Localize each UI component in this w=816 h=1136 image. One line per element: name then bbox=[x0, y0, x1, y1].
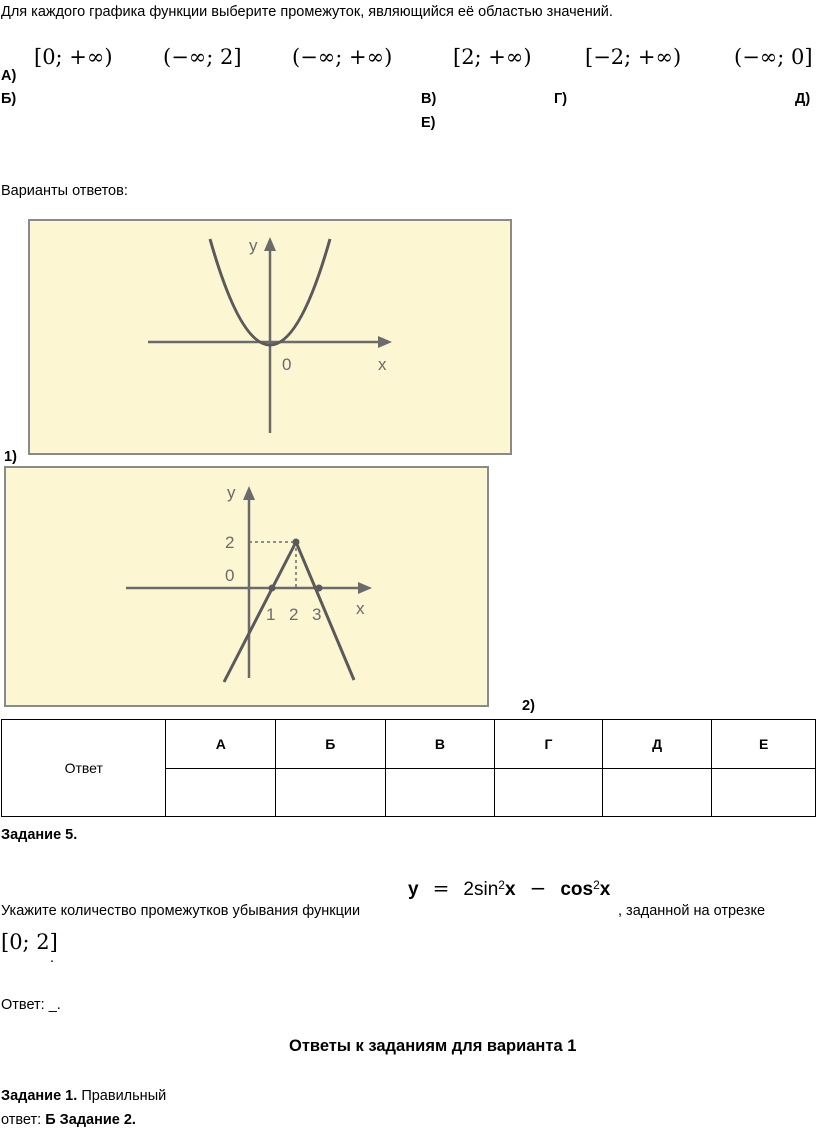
graph-1-x-label: x bbox=[378, 355, 387, 374]
graph-1-y-label: y bbox=[249, 236, 258, 255]
graph-1-number: 1) bbox=[4, 449, 17, 465]
graph-2-x-label: x bbox=[356, 599, 365, 618]
letter-g: Г) bbox=[554, 91, 568, 107]
formula-var2: x bbox=[599, 879, 611, 900]
answers-line-2: ответ: Б Задание 2. bbox=[1, 1112, 136, 1128]
graph-1-x-arrow bbox=[378, 336, 392, 348]
answer-row-label: Ответ bbox=[0, 719, 167, 817]
graph-2-box: y x 2 0 1 2 3 bbox=[4, 466, 489, 707]
answers-line2-prefix: ответ: bbox=[1, 1112, 42, 1128]
letter-b: Б) bbox=[1, 91, 17, 107]
graph-1-parabola bbox=[208, 238, 332, 347]
answer-col-a: А bbox=[165, 719, 277, 769]
task5-text-after: , заданной на отрезке bbox=[618, 903, 766, 919]
answer-table: Ответ А Б В Г Д Е bbox=[0, 719, 816, 817]
interval-option-2: (−∞; 2] bbox=[163, 45, 242, 69]
answer-col-b: Б bbox=[275, 719, 386, 769]
graph-1-y-arrow bbox=[264, 237, 276, 251]
formula-minus: − bbox=[529, 876, 547, 900]
answers-line2-value: Б bbox=[45, 1112, 56, 1128]
graph-2-tick-1: 1 bbox=[266, 605, 275, 624]
interval-option-6: (−∞; 0] bbox=[734, 45, 813, 69]
task5-formula: y = 2sin2x − cos2x bbox=[408, 876, 610, 901]
answer-cell-e[interactable] bbox=[711, 768, 816, 817]
formula-eq: = bbox=[432, 876, 450, 900]
graph-2-root-3 bbox=[315, 584, 323, 592]
variants-label: Варианты ответов: bbox=[1, 183, 128, 199]
formula-var1: x bbox=[504, 879, 516, 900]
interval-option-1: [0; +∞) bbox=[34, 45, 113, 69]
letter-a: А) bbox=[1, 68, 17, 84]
answers-task1-title: Задание 1. bbox=[1, 1088, 78, 1104]
answer-col-e: Е bbox=[711, 719, 816, 769]
task-intro: Для каждого графика функции выберите про… bbox=[1, 4, 613, 20]
task5-segment: [0; 2] bbox=[1, 930, 58, 954]
answers-task2-title: Задание 2. bbox=[59, 1112, 136, 1128]
letter-v: В) bbox=[421, 91, 437, 107]
formula-sup2: 2 bbox=[593, 878, 600, 893]
answers-task1-text: Правильный bbox=[81, 1088, 167, 1104]
answer-cell-d[interactable] bbox=[601, 768, 713, 817]
graph-2-peak-point bbox=[292, 538, 300, 546]
task5-period: . bbox=[50, 950, 55, 966]
graph-2-tick-2: 2 bbox=[289, 605, 298, 624]
answer-cell-v[interactable] bbox=[384, 768, 496, 817]
graph-2-tick-3: 3 bbox=[312, 605, 321, 624]
letter-e: Е) bbox=[421, 115, 436, 131]
graph-2-y-arrow bbox=[243, 486, 255, 500]
graph-2-x-arrow bbox=[358, 582, 372, 594]
answer-col-g: Г bbox=[494, 719, 603, 769]
interval-option-3: (−∞; +∞) bbox=[292, 45, 393, 69]
graph-2-figure: y x 2 0 1 2 3 bbox=[126, 483, 372, 683]
answers-heading: Ответы к заданиям для варианта 1 bbox=[289, 1037, 577, 1055]
answer-col-d: Д bbox=[601, 719, 713, 769]
answers-line-1: Задание 1. Правильный bbox=[1, 1088, 166, 1104]
formula-sup1: 2 bbox=[498, 878, 505, 893]
graph-2-number: 2) bbox=[522, 698, 535, 714]
formula-lhs: y bbox=[408, 879, 419, 900]
graph-1-origin-label: 0 bbox=[282, 355, 291, 374]
answer-cell-b[interactable] bbox=[275, 768, 386, 817]
graph-2-y-label: y bbox=[227, 483, 236, 502]
interval-option-5: [−2; +∞) bbox=[585, 45, 682, 69]
interval-option-4: [2; +∞) bbox=[453, 45, 532, 69]
graph-2-peak-label: 2 bbox=[225, 533, 234, 552]
formula-term2: cos bbox=[560, 879, 594, 900]
task5-text-before: Укажите количество промежутков убывания … bbox=[1, 903, 361, 919]
answer-col-v: В bbox=[384, 719, 496, 769]
graph-1-box: y x 0 bbox=[28, 219, 512, 455]
graph-2-root-1 bbox=[268, 584, 276, 592]
task5-answer: Ответ: _. bbox=[1, 997, 61, 1013]
answer-cell-g[interactable] bbox=[494, 768, 603, 817]
formula-coef: 2sin bbox=[463, 879, 499, 900]
graph-1-figure: y x 0 bbox=[148, 236, 392, 433]
task5-title: Задание 5. bbox=[1, 827, 78, 843]
letter-d: Д) bbox=[795, 91, 811, 107]
graph-2-origin-label: 0 bbox=[225, 566, 234, 585]
answer-cell-a[interactable] bbox=[165, 768, 277, 817]
